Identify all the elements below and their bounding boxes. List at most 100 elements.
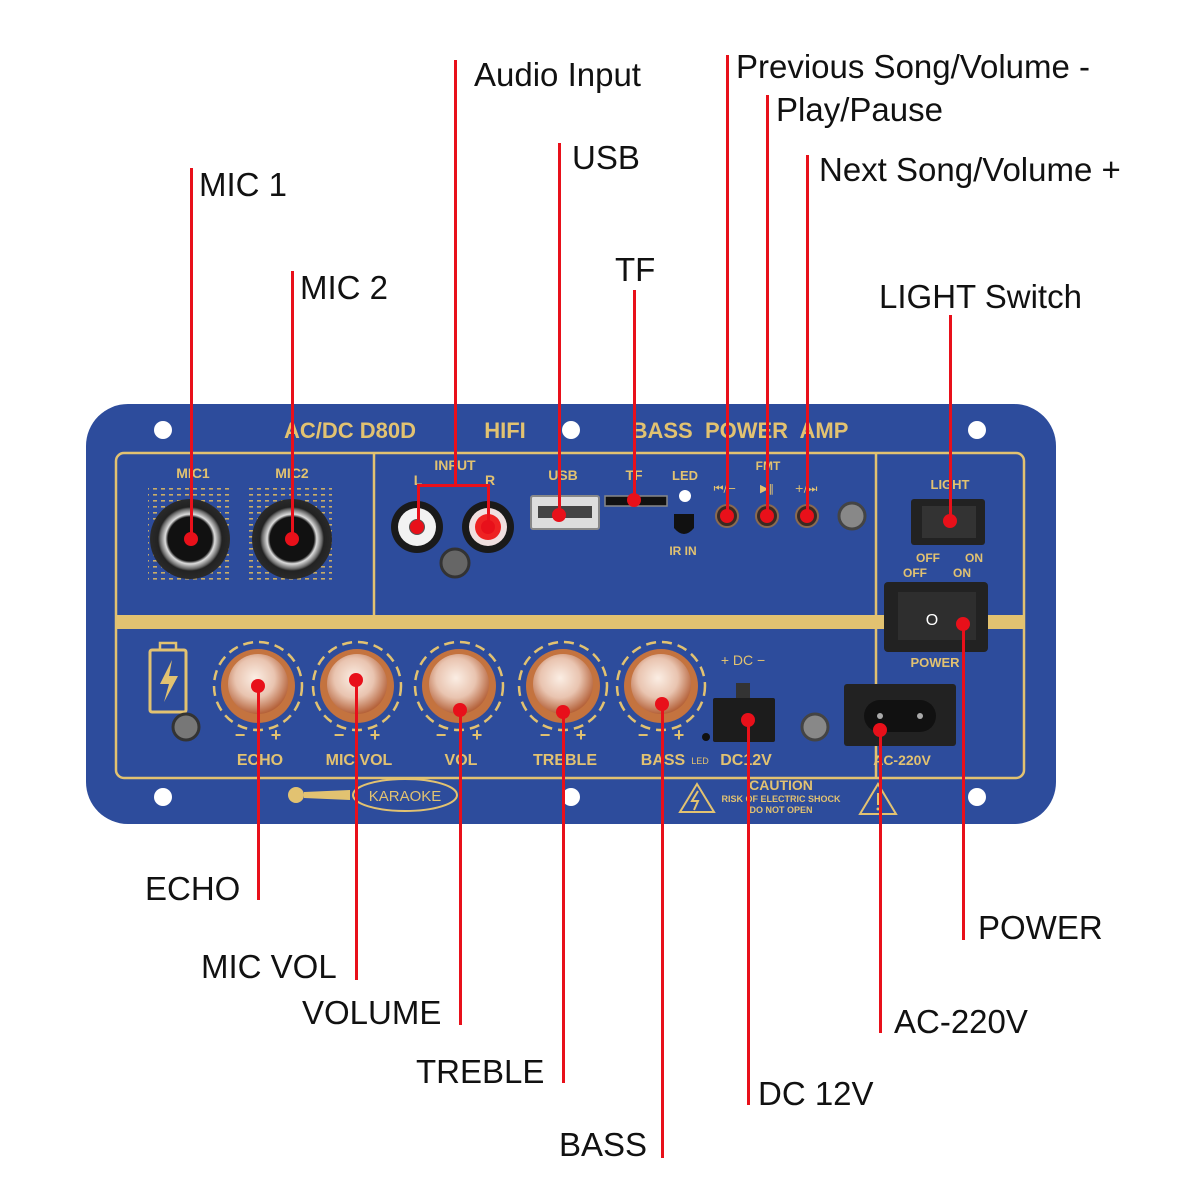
callout-dot bbox=[800, 509, 814, 523]
screw-icon bbox=[800, 712, 830, 742]
callout-dot bbox=[760, 509, 774, 523]
callout-line-mic1 bbox=[190, 168, 193, 539]
caution-title: CAUTION bbox=[749, 777, 813, 793]
ac220v-board-label: AC-220V bbox=[873, 752, 931, 768]
input-r-label: R bbox=[485, 472, 495, 488]
callout-dot bbox=[556, 705, 570, 719]
callout-line-prev bbox=[726, 55, 729, 516]
callout-line-usb bbox=[558, 143, 561, 515]
knob-treble[interactable] bbox=[517, 640, 609, 732]
callout-line-audio-input bbox=[454, 60, 457, 485]
power-off-label: OFF bbox=[903, 566, 927, 580]
knob-plus-label: + bbox=[271, 725, 282, 745]
callout-line-bass bbox=[661, 704, 664, 1158]
dc-led-label: LED bbox=[691, 756, 709, 766]
callout-line-dc12v bbox=[747, 720, 750, 1105]
callout-line-mic-vol bbox=[355, 680, 358, 980]
caution-line1: RISK OF ELECTRIC SHOCK bbox=[721, 794, 841, 804]
mounting-holes bbox=[154, 421, 986, 806]
callout-line-mic2 bbox=[291, 271, 294, 539]
callout-line-audio-branch bbox=[487, 484, 490, 527]
callout-ac220v: AC-220V bbox=[894, 1003, 1028, 1040]
ir-label: IR IN bbox=[669, 544, 696, 558]
callout-dot bbox=[251, 679, 265, 693]
callout-line-audio-bracket bbox=[417, 484, 489, 487]
callout-line-echo bbox=[257, 686, 260, 900]
callout-dc12v: DC 12V bbox=[758, 1075, 874, 1112]
karaoke-label: KARAOKE bbox=[369, 788, 442, 805]
callout-light-switch: LIGHT Switch bbox=[879, 278, 1082, 315]
caution-line2: DO NOT OPEN bbox=[749, 805, 812, 815]
knob-minus-label: − bbox=[540, 725, 551, 745]
knob-plus-label: + bbox=[370, 725, 381, 745]
callout-dot bbox=[184, 532, 198, 546]
callout-dot bbox=[285, 532, 299, 546]
ir-receiver bbox=[674, 514, 694, 534]
led-indicator bbox=[679, 490, 691, 502]
power-on-label: ON bbox=[953, 566, 971, 580]
callout-line-power bbox=[962, 624, 965, 940]
microphone-icon bbox=[288, 787, 350, 803]
knob-vol[interactable] bbox=[413, 640, 505, 732]
callout-audio-input: Audio Input bbox=[474, 56, 641, 93]
screw-icon bbox=[439, 547, 471, 579]
light-off-label: OFF bbox=[916, 551, 940, 565]
callout-dot bbox=[410, 520, 424, 534]
power-board-label: POWER bbox=[910, 655, 960, 670]
callout-next-song: Next Song/Volume + bbox=[819, 151, 1121, 188]
callout-power: POWER bbox=[978, 909, 1103, 946]
callout-line-volume bbox=[459, 710, 462, 1025]
board-hifi: HIFI bbox=[484, 418, 526, 443]
callout-line-audio-branch bbox=[417, 484, 420, 527]
warning-exclamation-icon bbox=[858, 782, 898, 815]
callout-echo: ECHO bbox=[145, 870, 241, 907]
callout-mic1: MIC 1 bbox=[199, 166, 288, 203]
callout-dot bbox=[873, 723, 887, 737]
callout-treble: TREBLE bbox=[416, 1053, 545, 1090]
callout-mic-vol: MIC VOL bbox=[201, 948, 337, 985]
callout-dot bbox=[349, 673, 363, 687]
callout-volume: VOLUME bbox=[302, 994, 442, 1031]
screw-icon bbox=[837, 501, 867, 531]
panel-divider bbox=[116, 615, 1024, 629]
board-model: AC/DC D80D bbox=[284, 418, 416, 443]
screw-icon bbox=[171, 712, 201, 742]
knob-minus-label: − bbox=[334, 725, 345, 745]
callout-dot bbox=[943, 514, 957, 528]
callout-previous-song: Previous Song/Volume - bbox=[736, 48, 1091, 85]
knob-minus-label: − bbox=[436, 725, 447, 745]
callout-usb: USB bbox=[572, 139, 640, 176]
knob-plus-label: + bbox=[576, 725, 587, 745]
prev-btn-label: ⏮/− bbox=[714, 482, 737, 495]
dc12v-board-label: DC12V bbox=[720, 752, 772, 769]
knob-label: MIC VOL bbox=[326, 752, 393, 769]
callout-dot bbox=[552, 508, 566, 522]
callout-line-ac220v bbox=[879, 730, 882, 1033]
callout-dot bbox=[956, 617, 970, 631]
callout-dot bbox=[481, 520, 495, 534]
dc-polarity-label: + DC − bbox=[721, 652, 765, 668]
callout-line-light bbox=[949, 315, 952, 521]
callout-dot bbox=[453, 703, 467, 717]
warning-shock-icon bbox=[678, 782, 716, 813]
battery-charge-icon bbox=[148, 641, 188, 714]
callout-line-treble bbox=[562, 712, 565, 1083]
callout-bass: BASS bbox=[559, 1126, 648, 1163]
board-title: BASS POWER AMP bbox=[632, 418, 849, 443]
light-on-label: ON bbox=[965, 551, 983, 565]
mic1-label: MIC1 bbox=[176, 465, 210, 481]
usb-board-label: USB bbox=[548, 467, 578, 483]
knob-label: TREBLE bbox=[533, 752, 597, 769]
callout-dot bbox=[720, 509, 734, 523]
callout-play-pause: Play/Pause bbox=[776, 91, 943, 128]
knob-minus-label: − bbox=[638, 725, 649, 745]
input-l-label: L bbox=[414, 472, 423, 488]
callout-tf: TF bbox=[615, 251, 656, 288]
callout-dot bbox=[741, 713, 755, 727]
callout-dot bbox=[627, 493, 641, 507]
callout-line-tf bbox=[633, 290, 636, 500]
led-label: LED bbox=[672, 468, 698, 483]
knob-plus-label: + bbox=[472, 725, 483, 745]
callout-line-next bbox=[806, 155, 809, 516]
